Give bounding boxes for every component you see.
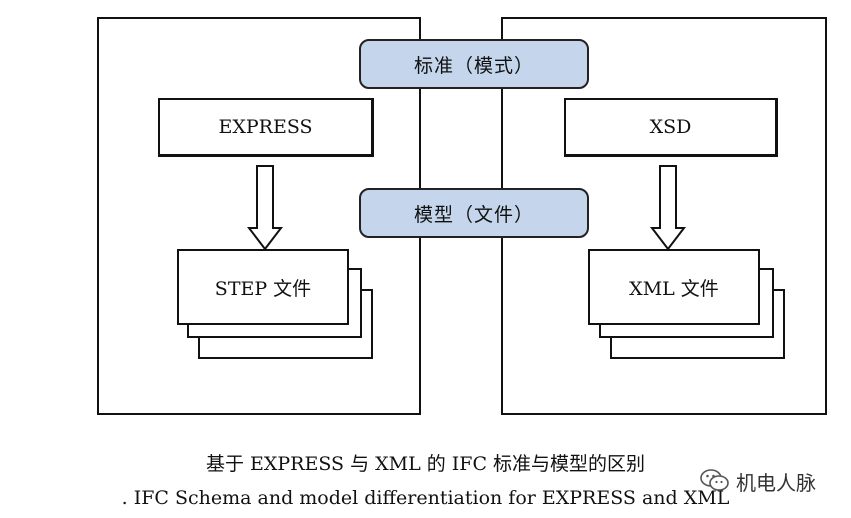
left-down-arrow [246, 165, 284, 251]
caption-english: . IFC Schema and model differentiation f… [121, 487, 730, 509]
right-down-arrow [649, 165, 687, 251]
standard-label-pill: 标准（模式） [359, 39, 589, 89]
express-box: EXPRESS [158, 98, 374, 157]
xml-file-box: XML 文件 [588, 249, 760, 325]
xml-file-label: XML 文件 [629, 277, 719, 300]
model-label: 模型（文件） [413, 203, 534, 226]
express-label: EXPRESS [218, 116, 313, 138]
wechat-icon [700, 469, 729, 491]
step-file-label: STEP 文件 [214, 277, 312, 300]
standard-label: 标准（模式） [413, 54, 534, 77]
caption-chinese: 基于 EXPRESS 与 XML 的 IFC 标准与模型的区别 [205, 453, 646, 475]
step-file-box: STEP 文件 [177, 249, 349, 325]
watermark: 机电人脉 [700, 466, 840, 496]
xsd-label: XSD [649, 116, 692, 138]
xsd-box: XSD [564, 98, 778, 157]
watermark-text: 机电人脉 [736, 470, 816, 495]
model-label-pill: 模型（文件） [359, 188, 589, 238]
